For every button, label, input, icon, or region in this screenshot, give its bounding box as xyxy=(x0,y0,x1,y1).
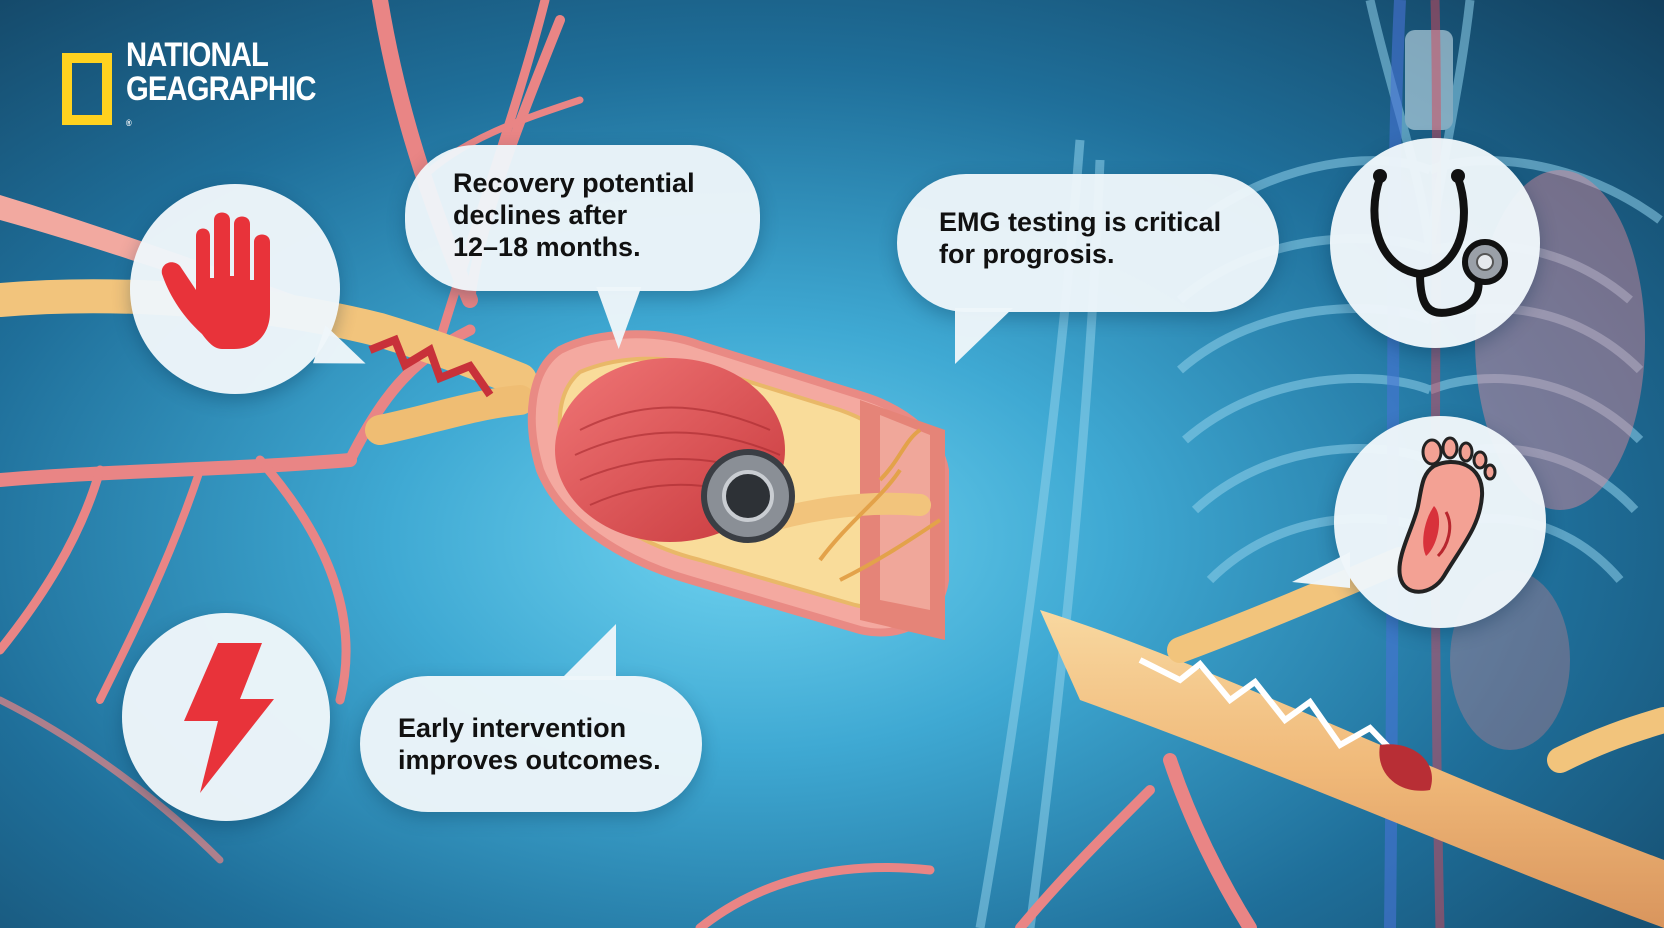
callout-emg-testing: EMG testing is critical for progrosis. xyxy=(897,174,1279,364)
foot-icon xyxy=(1397,436,1497,594)
nerve-cross-section xyxy=(527,330,949,640)
brand-frame-icon xyxy=(62,53,112,125)
callout-recovery-text: Recovery potential declines after 12–18 … xyxy=(453,168,695,262)
artery-vessel xyxy=(1430,0,1445,928)
stop-hand-icon xyxy=(161,212,270,349)
lightning-bolt-badge xyxy=(122,613,330,821)
stethoscope-icon xyxy=(1370,169,1508,317)
lightning-bolt-icon xyxy=(184,643,274,793)
nerve-damage-zigzag xyxy=(1138,657,1423,783)
callout-tail xyxy=(560,624,616,680)
brand-logo: NATIONAL GEAGRAPHIC ® xyxy=(62,38,346,140)
callout-tail xyxy=(955,308,1013,364)
brand-wordmark: NATIONAL GEAGRAPHIC ® xyxy=(126,38,316,140)
nerve-damage-zigzag xyxy=(368,334,494,398)
brand-line-2: GEAGRAPHIC xyxy=(126,70,316,108)
callout-recovery-potential: Recovery potential declines after 12–18 … xyxy=(405,145,760,349)
foot-badge xyxy=(1292,416,1546,628)
stethoscope-badge xyxy=(1330,138,1540,348)
stop-hand-badge xyxy=(130,184,373,394)
brand-line-1: NATIONAL xyxy=(126,36,269,74)
callout-emg-text: EMG testing is critical for progrosis. xyxy=(939,207,1222,269)
registered-mark: ® xyxy=(126,118,132,128)
callout-early-text: Early intervention improves outcomes. xyxy=(398,713,661,775)
callout-early-intervention: Early intervention improves outcomes. xyxy=(360,624,702,812)
